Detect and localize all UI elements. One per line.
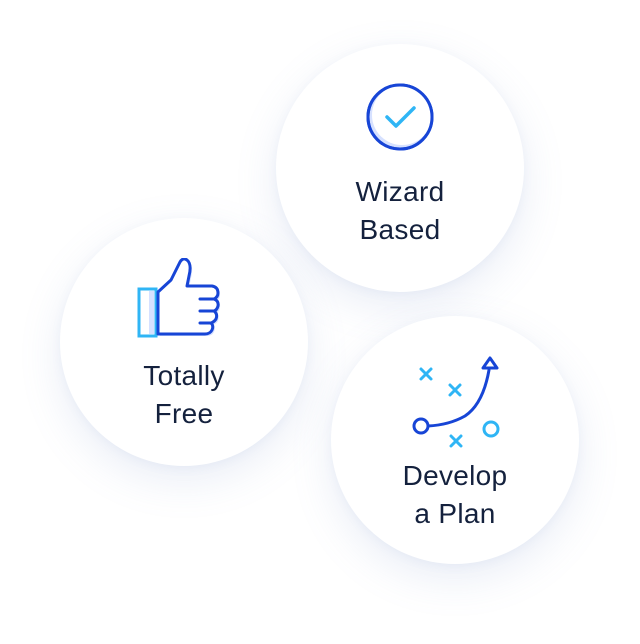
strategy-plan-icon [412, 356, 500, 448]
feature-label-line: Wizard [355, 176, 445, 207]
feature-label-line: Free [154, 398, 214, 429]
feature-card-totally-free: Totally Free [60, 218, 308, 466]
checkmark-circle-icon [366, 83, 434, 151]
feature-label-totally-free: Totally Free [60, 357, 308, 433]
feature-card-develop-a-plan: Develop a Plan [331, 316, 579, 564]
feature-label-line: Totally [143, 360, 225, 391]
feature-card-wizard-based: Wizard Based [276, 44, 524, 292]
thumbs-up-icon [137, 258, 221, 338]
feature-label-line: Develop [402, 460, 508, 491]
feature-label-line: a Plan [414, 498, 496, 529]
feature-label-develop-a-plan: Develop a Plan [331, 457, 579, 533]
feature-label-line: Based [359, 214, 441, 245]
feature-label-wizard-based: Wizard Based [276, 173, 524, 249]
